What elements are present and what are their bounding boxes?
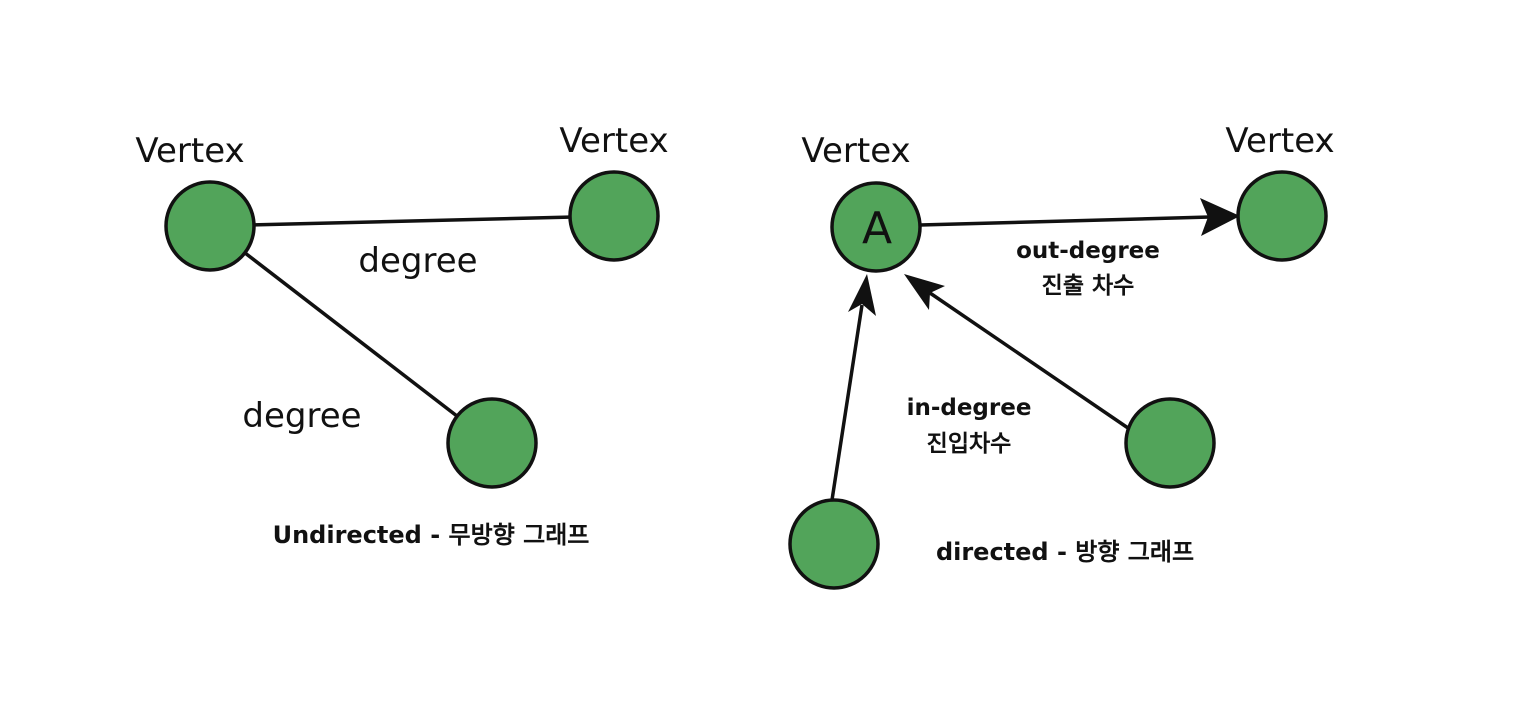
undirected-vertex-right (568, 170, 660, 262)
in-degree-arrowhead-right (904, 274, 945, 310)
in-degree-label: in-degree (907, 395, 1032, 421)
undirected-edge-diagonal (208, 224, 494, 445)
undirected-caption: Undirected - 무방향 그래프 (273, 521, 590, 549)
directed-vertex-a (830, 181, 922, 273)
in-degree-arrowhead-bottom (848, 274, 876, 316)
directed-vertex-right (1236, 170, 1328, 262)
undirected-edge-top-label: degree (358, 241, 477, 281)
undirected-vertex-left (164, 180, 256, 272)
out-degree-arrowhead (1200, 198, 1240, 236)
undirected-vertex-left-label: Vertex (135, 131, 244, 171)
undirected-vertex-bottom (446, 397, 538, 489)
out-degree-label: out-degree (1016, 238, 1160, 264)
in-degree-label-korean: 진입차수 (927, 431, 1012, 457)
out-degree-edge (919, 215, 1211, 227)
in-degree-edge-right (929, 291, 1129, 430)
in-degree-edge-bottom (830, 304, 864, 501)
directed-caption: directed - 방향 그래프 (936, 538, 1194, 566)
undirected-edge-top (209, 214, 615, 228)
directed-vertex-right-label: Vertex (1225, 121, 1334, 161)
directed-vertex-bottom (788, 498, 880, 590)
undirected-vertex-right-label: Vertex (559, 121, 668, 161)
directed-vertex-bottom-right (1124, 397, 1216, 489)
directed-vertex-a-label: Vertex (801, 131, 910, 171)
undirected-graph: Vertex Vertex degree degree Undirected -… (135, 121, 668, 549)
undirected-edge-diagonal-label: degree (242, 396, 361, 436)
directed-graph: A Vertex Vertex out-degree 진출 차수 in-degr… (788, 121, 1335, 590)
out-degree-label-korean: 진출 차수 (1042, 273, 1135, 299)
directed-vertex-a-text: A (862, 203, 892, 254)
